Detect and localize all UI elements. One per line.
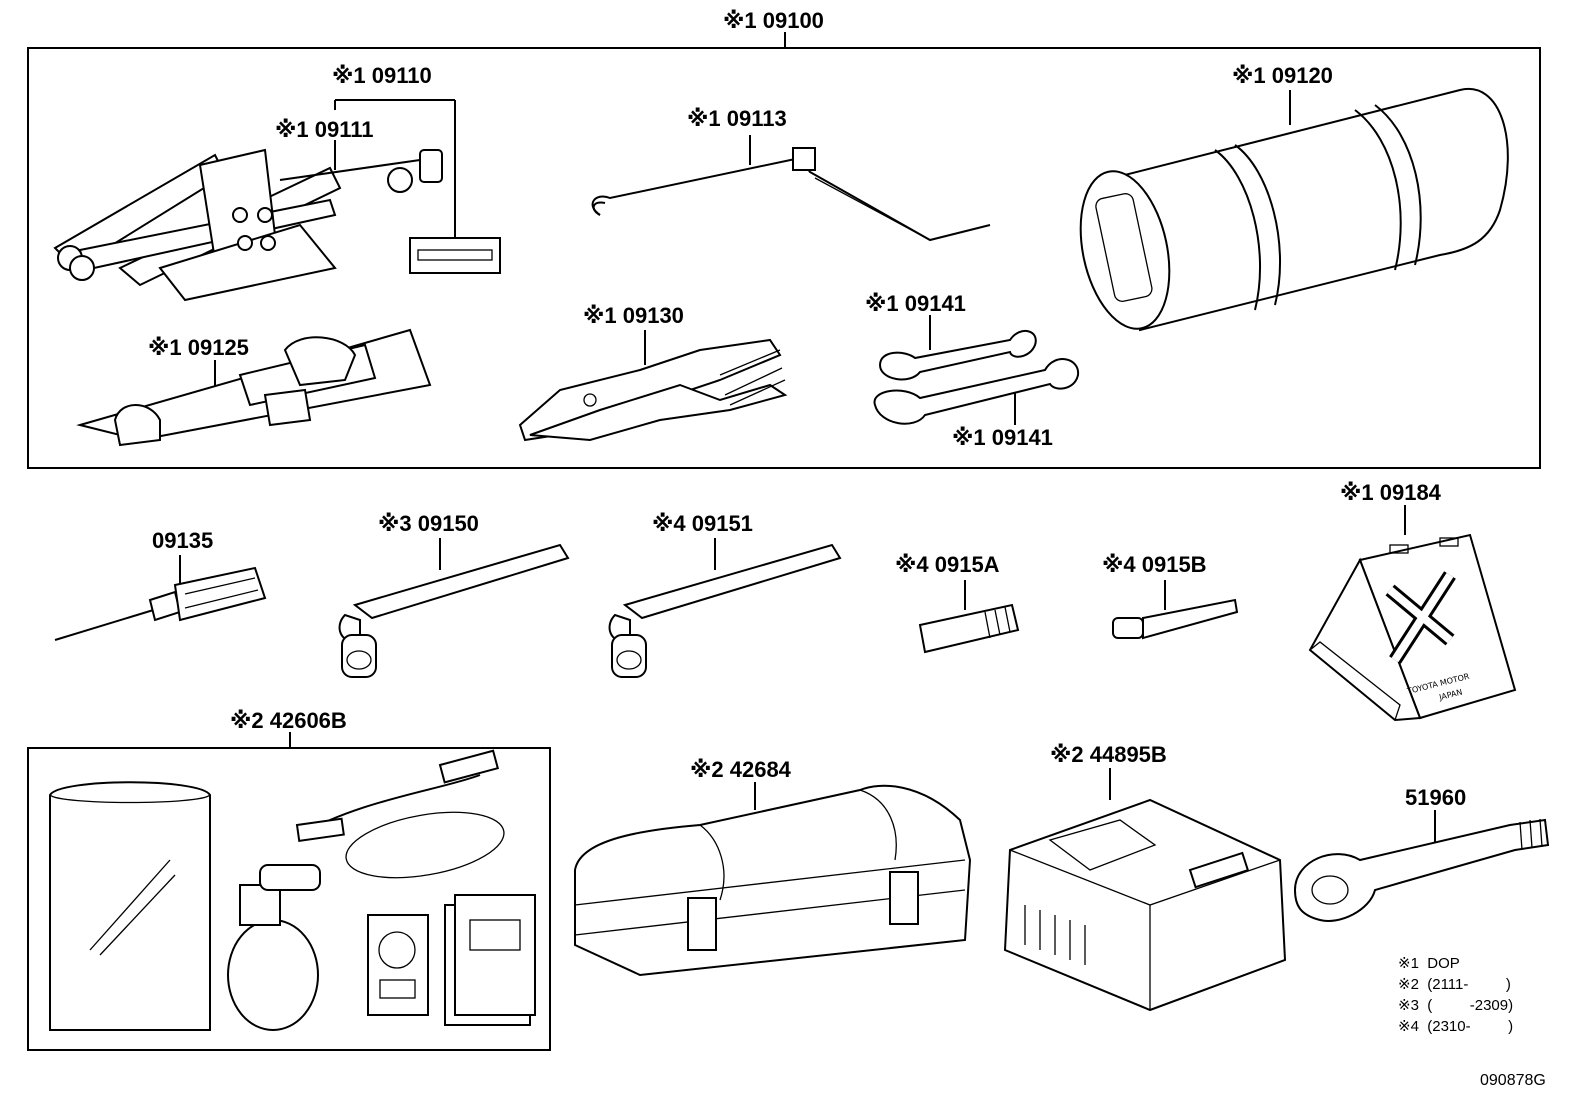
tool-bag-drawing xyxy=(1079,87,1509,332)
label-42684[interactable]: ※2 42684 xyxy=(690,757,792,782)
wheel-chock-09184-drawing xyxy=(1308,505,1517,722)
label-09110[interactable]: ※1 09110 xyxy=(332,63,432,88)
label-09150[interactable]: ※3 09150 xyxy=(378,511,479,536)
legend-note: ※2 (2111- ) xyxy=(1398,976,1511,993)
label-09125[interactable]: ※1 09125 xyxy=(148,335,249,360)
diagram-code: 090878G xyxy=(1480,1072,1546,1089)
repair-kit-contents xyxy=(49,749,536,1031)
label-09135[interactable]: 09135 xyxy=(152,528,213,553)
label-09113[interactable]: ※1 09113 xyxy=(687,106,787,131)
label-09100[interactable]: ※1 09100 xyxy=(723,8,824,33)
label-44895B[interactable]: ※2 44895B xyxy=(1050,742,1167,767)
label-51960[interactable]: 51960 xyxy=(1405,785,1466,810)
legend-note: ※3 ( -2309) xyxy=(1398,997,1513,1014)
legend-note: ※4 (2310- ) xyxy=(1398,1018,1513,1035)
label-09141-top[interactable]: ※1 09141 xyxy=(865,291,966,316)
towing-hook-51960-drawing xyxy=(1293,810,1550,922)
jack-handle-drawing xyxy=(591,135,991,242)
wheel-wrench-09151-drawing xyxy=(608,538,842,678)
label-09111[interactable]: ※1 09111 xyxy=(275,117,373,142)
label-0915A[interactable]: ※4 0915A xyxy=(895,552,1000,577)
compressor-44895B-drawing xyxy=(1003,768,1287,1012)
screwdriver-drawing xyxy=(54,555,267,641)
label-0915B[interactable]: ※4 0915B xyxy=(1102,552,1207,577)
adapter-0915A-drawing xyxy=(918,580,1020,654)
pliers-drawing xyxy=(518,330,788,442)
extension-0915B-drawing xyxy=(1112,580,1239,640)
label-42606B[interactable]: ※2 42606B xyxy=(230,708,347,733)
wheel-wrench-09150-drawing xyxy=(338,538,570,678)
legend-note: ※1 DOP xyxy=(1398,955,1460,972)
legend-notes: ※1 DOP ※2 (2111- ) ※3 ( -2309) ※4 (2310-… xyxy=(1398,955,1513,1035)
label-09184[interactable]: ※1 09184 xyxy=(1340,480,1442,505)
label-09141-bottom[interactable]: ※1 09141 xyxy=(952,425,1053,450)
wrenches-drawing xyxy=(873,315,1080,425)
label-09130[interactable]: ※1 09130 xyxy=(583,303,684,328)
repair-kit-frame xyxy=(27,732,551,1051)
tool-box-42684-drawing xyxy=(574,782,972,977)
jack-label-plate xyxy=(409,237,501,274)
label-09151[interactable]: ※4 09151 xyxy=(652,511,753,536)
tool-kit-group-frame xyxy=(27,32,1541,469)
strap-drawing xyxy=(76,328,432,447)
jack-drawing xyxy=(53,99,456,302)
label-09120[interactable]: ※1 09120 xyxy=(1232,63,1333,88)
